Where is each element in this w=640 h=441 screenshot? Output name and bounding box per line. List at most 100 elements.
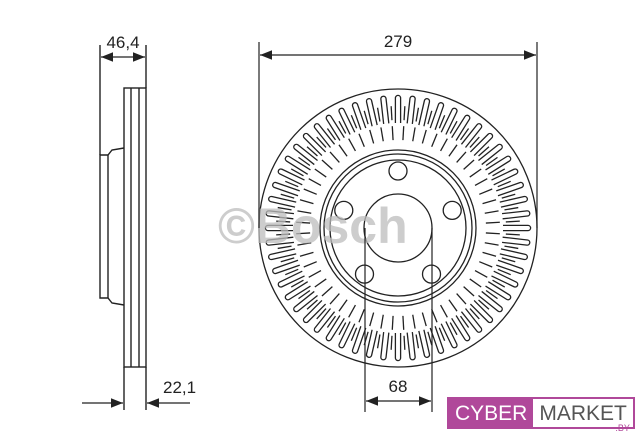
vent-dash bbox=[478, 299, 490, 310]
vent-slot bbox=[380, 331, 390, 361]
front-view bbox=[258, 88, 538, 368]
vent-dash bbox=[485, 156, 498, 167]
vent-dash bbox=[431, 133, 438, 147]
vent-slot bbox=[496, 181, 524, 197]
vent-dash bbox=[350, 327, 358, 341]
vent-dash bbox=[298, 156, 311, 167]
vent-slot bbox=[313, 123, 336, 148]
vent-dash bbox=[456, 293, 467, 305]
vent-dash bbox=[438, 327, 446, 341]
vent-dash bbox=[501, 193, 516, 199]
vent-dash bbox=[380, 314, 384, 329]
vent-slot bbox=[429, 102, 445, 130]
vent-dash bbox=[276, 233, 291, 236]
vent-slot bbox=[499, 248, 528, 261]
vent-dash bbox=[290, 279, 304, 288]
vent-dash bbox=[439, 304, 448, 318]
vent-slot bbox=[485, 281, 512, 301]
vent-dash bbox=[474, 178, 488, 187]
vent-dash bbox=[308, 178, 322, 187]
logo-part2: MARKET.BY bbox=[533, 399, 633, 433]
vent-dash bbox=[412, 127, 416, 142]
vent-dash bbox=[369, 129, 375, 144]
vent-dash bbox=[421, 312, 427, 327]
vent-dash bbox=[390, 335, 393, 350]
vent-slot bbox=[485, 155, 512, 175]
vent-slot bbox=[478, 290, 503, 313]
vent-dash bbox=[338, 144, 348, 157]
vent-dash bbox=[363, 110, 369, 125]
vent-dash bbox=[391, 315, 394, 330]
vent-dash bbox=[469, 136, 480, 148]
vent-dash bbox=[358, 309, 365, 323]
vent-dash bbox=[439, 138, 448, 152]
vent-dash bbox=[298, 289, 311, 300]
vent-slot bbox=[440, 107, 458, 135]
vent-dash bbox=[329, 151, 340, 163]
vent-dash bbox=[391, 126, 394, 141]
vent-dash bbox=[348, 304, 357, 318]
vent-dash bbox=[438, 115, 446, 129]
watermark: ©Bosch bbox=[218, 198, 408, 254]
vent-slot bbox=[264, 224, 293, 232]
vent-dash bbox=[276, 220, 291, 223]
vent-dash bbox=[485, 289, 498, 300]
vent-dash bbox=[449, 120, 458, 134]
vent-dash bbox=[280, 193, 295, 199]
vent-dash bbox=[505, 233, 520, 236]
vent-dash bbox=[497, 268, 511, 276]
vent-dash bbox=[369, 312, 375, 327]
vent-slot bbox=[418, 329, 431, 358]
cybermarket-logo: CYBER MARKET.BY bbox=[447, 397, 635, 433]
vent-dash bbox=[338, 120, 347, 134]
vent-dash bbox=[306, 299, 318, 310]
vent-dash bbox=[326, 128, 337, 141]
vent-slot bbox=[496, 259, 524, 275]
vent-dash bbox=[316, 136, 327, 148]
vent-dash bbox=[497, 180, 511, 188]
vent-dash bbox=[474, 269, 488, 278]
vent-slot bbox=[325, 315, 345, 342]
vent-slot bbox=[351, 102, 367, 130]
vent-dash bbox=[427, 331, 433, 346]
vent-dash bbox=[402, 315, 405, 330]
vent-dash bbox=[376, 107, 381, 122]
vent-dash bbox=[329, 293, 340, 305]
vent-dash bbox=[403, 335, 406, 350]
vent-slot bbox=[501, 236, 531, 246]
vent-dash bbox=[403, 106, 406, 121]
vent-slot bbox=[272, 259, 300, 275]
vent-dash bbox=[478, 146, 490, 157]
vent-slot bbox=[293, 143, 318, 166]
vent-slot bbox=[499, 195, 528, 208]
vent-slot bbox=[265, 210, 295, 220]
vent-slot bbox=[501, 210, 531, 220]
vent-slot bbox=[394, 94, 402, 123]
vent-dash bbox=[479, 261, 493, 268]
vent-slot bbox=[302, 299, 327, 324]
vent-slot bbox=[451, 114, 471, 141]
vent-dash bbox=[469, 308, 480, 320]
vent-slot bbox=[325, 114, 345, 141]
vent-dash bbox=[492, 168, 506, 177]
vent-dash bbox=[303, 188, 317, 195]
vent-dash bbox=[299, 251, 314, 257]
vent-dash bbox=[306, 146, 318, 157]
vent-dash bbox=[421, 129, 427, 144]
hub-ring-outer bbox=[319, 149, 477, 307]
vent-slot bbox=[302, 132, 327, 157]
vent-dash bbox=[314, 278, 327, 288]
vent-dash bbox=[456, 151, 467, 163]
vent-dash bbox=[482, 199, 497, 205]
vent-dash bbox=[485, 221, 500, 224]
vent-dash bbox=[390, 106, 393, 121]
vent-slot bbox=[406, 95, 416, 125]
vent-slot bbox=[268, 195, 297, 208]
vent-dash bbox=[412, 314, 416, 329]
vent-dash bbox=[469, 278, 482, 288]
vent-dash bbox=[448, 299, 458, 312]
vent-dash bbox=[277, 206, 292, 211]
vent-dash bbox=[463, 286, 475, 297]
vent-slot bbox=[460, 308, 483, 333]
